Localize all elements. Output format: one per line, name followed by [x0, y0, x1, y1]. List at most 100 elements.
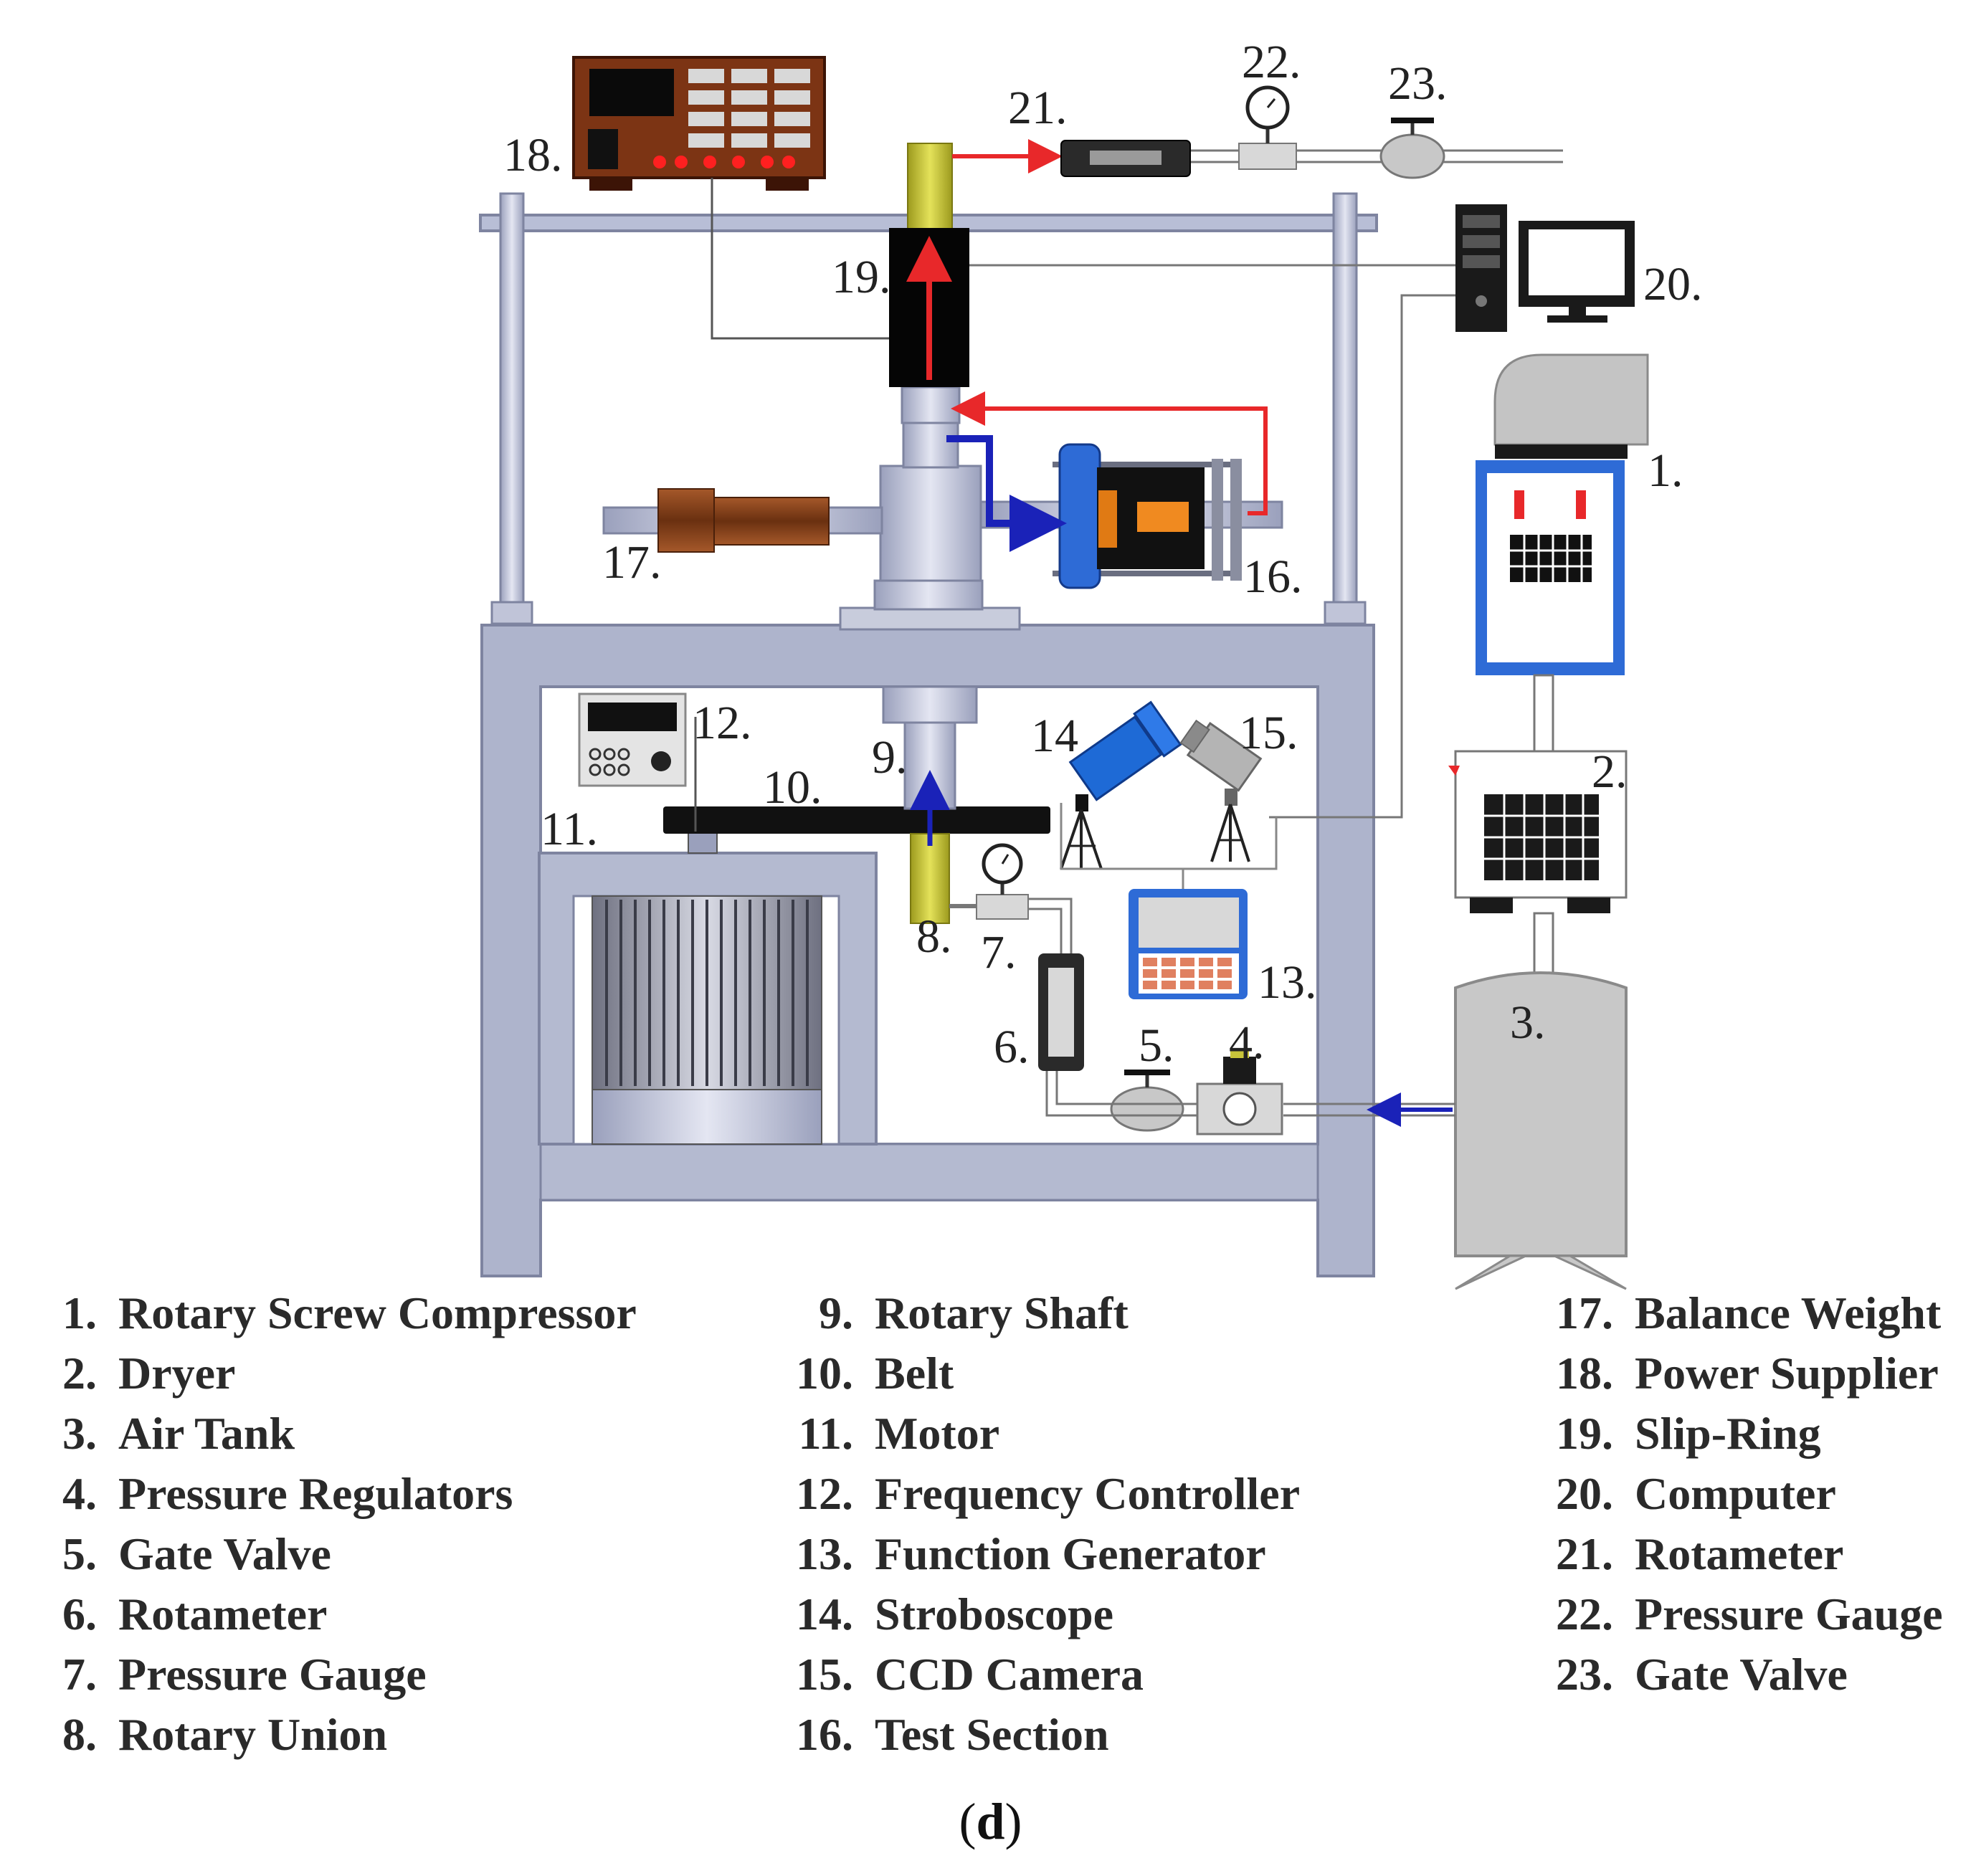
legend-number: 20.: [1556, 1468, 1613, 1519]
flow-loop-in: [946, 435, 1067, 552]
legend-label: Gate Valve: [1635, 1649, 1848, 1700]
dryer-to-tank-pipe: [1533, 912, 1554, 975]
legend-number: 18.: [1556, 1348, 1613, 1399]
legend-label: Stroboscope: [875, 1589, 1114, 1639]
legend-item: 9.Rotary Shaft: [753, 1283, 1300, 1343]
legend-label: Belt: [875, 1348, 954, 1399]
callout-19: 19.: [832, 251, 891, 303]
callout-11: 11.: [541, 803, 598, 855]
legend-label: Test Section: [875, 1709, 1109, 1760]
callout-20: 20.: [1643, 258, 1703, 310]
callout-22: 22.: [1242, 36, 1301, 88]
callout-18: 18.: [503, 129, 563, 181]
caption-letter: d: [976, 1793, 1005, 1850]
figure-caption: (d): [959, 1793, 1022, 1850]
legend-number: 5.: [62, 1528, 97, 1579]
callout-15: 15.: [1239, 707, 1298, 759]
flow-loop-out: [951, 391, 1268, 515]
legend-item: 1. Rotary Screw Compressor: [29, 1283, 637, 1343]
legend-item: 15.CCD Camera: [753, 1644, 1300, 1705]
legend-item: 20. Computer: [1513, 1464, 1943, 1524]
legend-number: 21.: [1556, 1528, 1613, 1579]
legend-label: Pressure Gauge: [1635, 1589, 1943, 1639]
frequency-controller: [578, 692, 687, 787]
legend-label: Slip-Ring: [1635, 1408, 1821, 1459]
test-section: [979, 443, 1283, 589]
legend-label: Dryer: [118, 1348, 236, 1399]
callout-3: 3.: [1510, 996, 1546, 1049]
legend-item: 17.Balance Weight: [1513, 1283, 1943, 1343]
motor: [538, 831, 878, 1146]
callout-6: 6.: [994, 1021, 1030, 1073]
legend-item: 11. Motor: [753, 1404, 1300, 1464]
legend-item: 5. Gate Valve: [29, 1524, 637, 1584]
legend-item: 2. Dryer: [29, 1343, 637, 1404]
legend-number: 17.: [1556, 1287, 1613, 1338]
callout-7: 7.: [981, 926, 1017, 979]
legend-label: Rotary Shaft: [875, 1287, 1129, 1338]
legend-number: 23.: [1556, 1649, 1613, 1700]
legend-item: 19. Slip-Ring: [1513, 1404, 1943, 1464]
legend-item: 22.Pressure Gauge: [1513, 1584, 1943, 1644]
legend-number: 8.: [62, 1709, 97, 1760]
callout-13: 13.: [1258, 956, 1317, 1009]
legend-label: Motor: [875, 1408, 1000, 1459]
legend-number: 11.: [798, 1408, 853, 1459]
legend-number: 2.: [62, 1348, 97, 1399]
callout-23: 23.: [1388, 57, 1448, 110]
rotary-screw-compressor: [1476, 353, 1649, 675]
legend-label: Power Supplier: [1635, 1348, 1939, 1399]
legend-label: Rotameter: [1635, 1528, 1844, 1579]
computer: [1455, 204, 1635, 332]
stroboscope: [1060, 700, 1182, 870]
air-tank: [1454, 971, 1628, 1290]
callout-8: 8.: [916, 910, 952, 963]
legend-item: 3.Air Tank: [29, 1404, 637, 1464]
support-frame: [479, 192, 1378, 1277]
legend-number: 19.: [1556, 1408, 1613, 1459]
legend-item: 7. Pressure Gauge: [29, 1644, 637, 1705]
legend-item: 8. Rotary Union: [29, 1705, 637, 1765]
legend-number: 10.: [796, 1348, 853, 1399]
legend-label: Rotary Union: [118, 1709, 388, 1760]
strobe-camera-bracket: [1060, 803, 1278, 870]
legend-item: 4.Pressure Regulators: [29, 1464, 637, 1524]
legend-column-1: 1. Rotary Screw Compressor 2. Dryer 3.Air …: [29, 1283, 637, 1765]
function-generator: [1129, 889, 1248, 999]
compressor-to-dryer-pipe: [1533, 674, 1554, 753]
legend-number: 3.: [62, 1408, 97, 1459]
callout-12: 12.: [693, 697, 752, 749]
legend-item: 16. Test Section: [753, 1705, 1300, 1765]
legend-label: Gate Valve: [118, 1528, 331, 1579]
callout-4: 4.: [1229, 1016, 1265, 1069]
legend-item: 14.Stroboscope: [753, 1584, 1300, 1644]
legend-column-2: 9.Rotary Shaft 10.Belt 11.Motor 12.Frequ…: [753, 1283, 1300, 1765]
callout-21: 21.: [1008, 82, 1068, 134]
legend-label: Rotameter: [118, 1589, 328, 1639]
callout-1: 1.: [1648, 444, 1683, 497]
inlet-line: [949, 843, 1455, 1135]
legend-number: 15.: [796, 1649, 853, 1700]
power-supplier: [572, 56, 826, 191]
legend-item: 23. Gate Valve: [1513, 1644, 1943, 1705]
belt: [663, 806, 1050, 834]
rotating-hub: [839, 386, 1021, 631]
legend-number: 12.: [796, 1468, 853, 1519]
legend-label: Computer: [1635, 1468, 1836, 1519]
legend-item: 21. Rotameter: [1513, 1524, 1943, 1584]
legend-number: 1.: [62, 1287, 97, 1338]
experimental-setup-diagram: 1. 2. 3. 4. 5. 6. 7. 8. 9. 10. 11. 12. 1…: [479, 36, 1703, 1290]
legend-column-3: 17.Balance Weight 18. Power Supplier 19. S…: [1513, 1283, 1943, 1705]
callout-2: 2.: [1592, 746, 1628, 798]
callout-10: 10.: [763, 761, 822, 814]
legend-label: Pressure Gauge: [118, 1649, 427, 1700]
legend-number: 6.: [62, 1589, 97, 1639]
legend-number: 7.: [62, 1649, 97, 1700]
legend-label: Rotary Screw Compressor: [118, 1287, 637, 1338]
callout-17: 17.: [602, 536, 662, 589]
balance-weight: [602, 488, 883, 553]
callout-5: 5.: [1139, 1019, 1174, 1072]
outlet-line: [952, 85, 1563, 179]
dryer: [1448, 750, 1628, 913]
legend-number: 16.: [796, 1709, 853, 1760]
